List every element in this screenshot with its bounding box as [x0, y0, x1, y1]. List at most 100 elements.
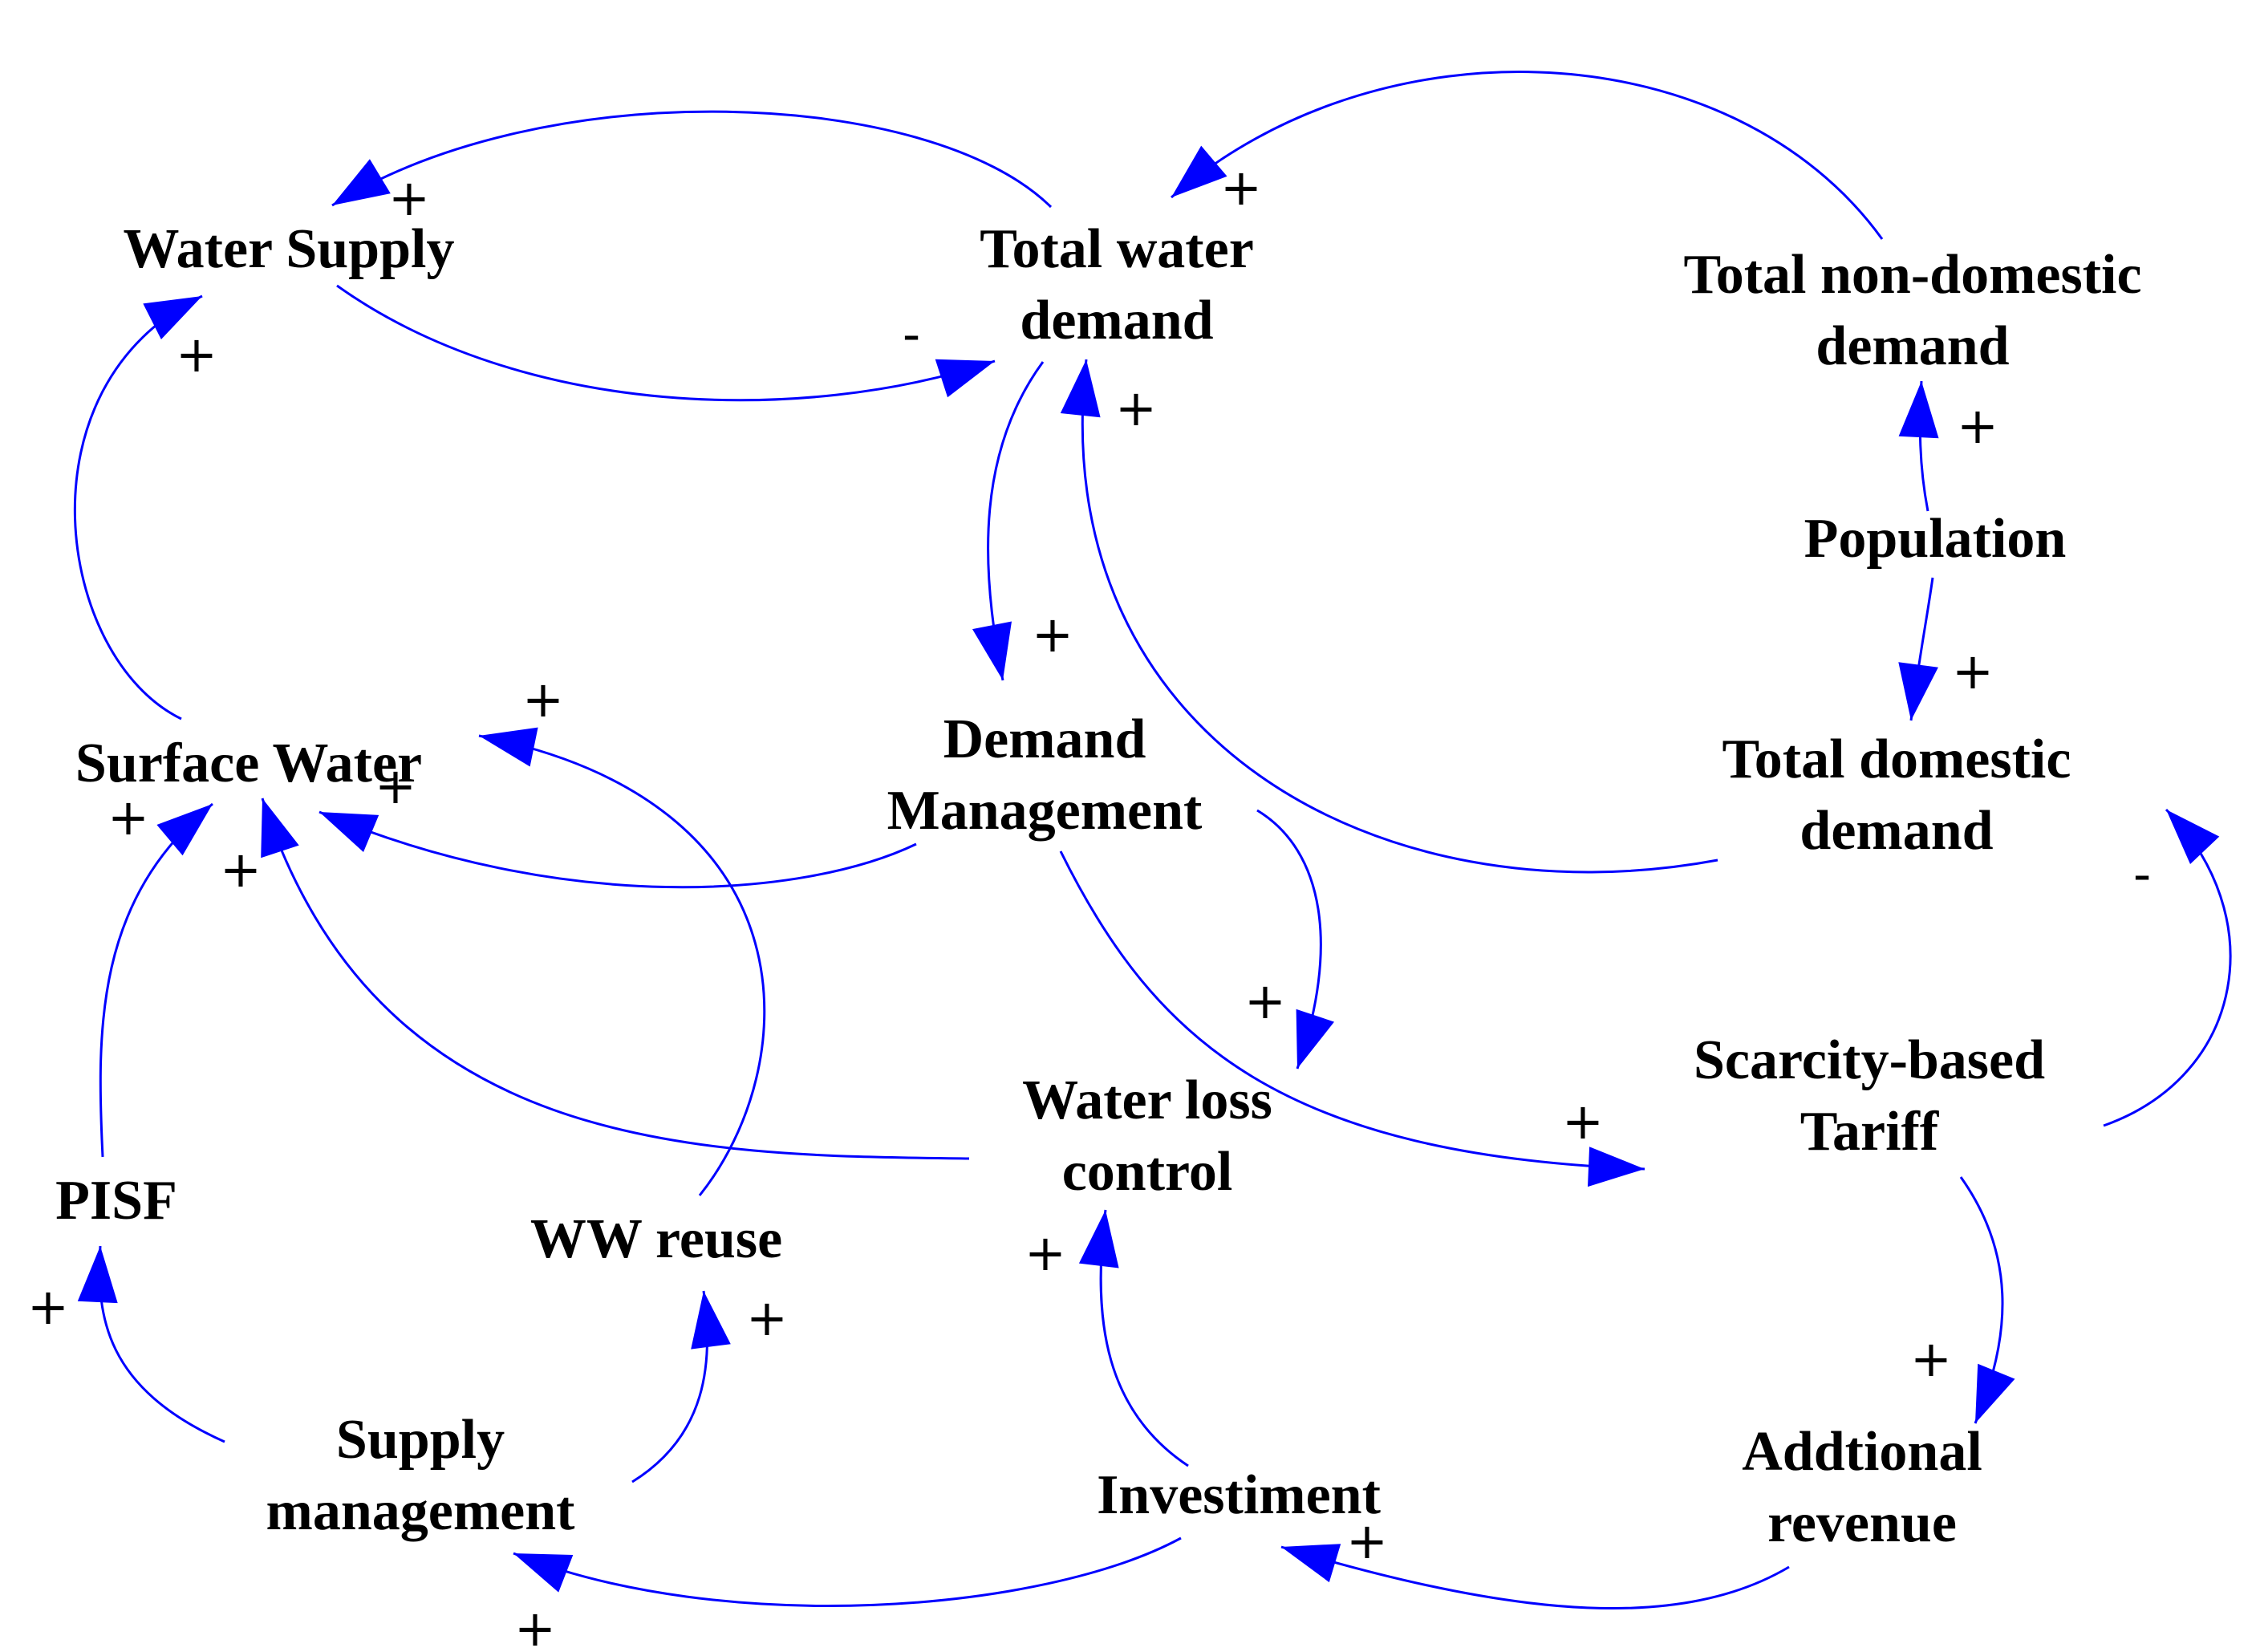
causal-link-supply_management-to-pisf: + [27, 1245, 225, 1443]
node-label-line: Total water [980, 218, 1254, 280]
node-label-line: Scarcity-based [1694, 1029, 2045, 1091]
positive-polarity-sign: + [176, 325, 217, 384]
node-label-line: Investiment [1097, 1464, 1381, 1526]
node-label-line: Water Supply [124, 218, 455, 280]
positive-polarity-sign: + [1562, 1092, 1604, 1151]
positive-polarity-sign: + [522, 670, 564, 729]
node-label-line: Demand [943, 708, 1146, 770]
arrowhead-icon [1296, 1009, 1334, 1069]
node-label-line: demand [1020, 290, 1213, 351]
node-label-line: Management [887, 780, 1203, 842]
node-label-line: Total non-domestic [1683, 244, 2141, 306]
negative-polarity-sign: - [903, 305, 920, 363]
causal-link-demand_management-to-surface_water: + [319, 757, 917, 889]
arrowhead-icon [1898, 662, 1938, 720]
positive-polarity-sign: + [1952, 642, 1994, 700]
arrowhead-icon [77, 1246, 118, 1304]
positive-polarity-sign: + [108, 788, 149, 846]
arrowhead-icon [2166, 810, 2220, 864]
causal-link-water_loss_control-to-surface_water: + [220, 798, 970, 1160]
arrowhead-icon [479, 727, 538, 767]
node-label-line: Surface Water [75, 733, 422, 794]
arrowhead-icon [1078, 1210, 1119, 1268]
positive-polarity-sign: + [1025, 1224, 1066, 1282]
link-curve [336, 284, 996, 402]
node-label-line: WW reuse [530, 1208, 782, 1270]
link-curve [99, 802, 213, 1158]
causal-link-total_water_demand-to-demand_management: + [972, 361, 1073, 681]
arrowhead-icon [513, 1553, 574, 1593]
positive-polarity-sign: + [746, 1289, 788, 1347]
node-supply-management: Supply management [266, 1409, 575, 1542]
arrowhead-icon [319, 812, 379, 852]
negative-polarity-sign: - [2133, 845, 2151, 903]
causal-link-scarcity_based_tariff-to-total_domestic_demand: - [2103, 808, 2232, 1127]
positive-polarity-sign: + [1032, 605, 1073, 664]
positive-polarity-sign: + [1220, 158, 1262, 217]
positive-polarity-sign: + [1244, 972, 1286, 1030]
link-curve [2103, 808, 2232, 1127]
links-layer: + - + + + + + + + + + + + + - + + + + + + [27, 71, 2232, 1652]
node-pisf: PISF [55, 1170, 177, 1232]
node-ww-reuse: WW reuse [530, 1208, 782, 1270]
node-label-line: PISF [55, 1170, 177, 1232]
node-total-non-domestic-demand: Total non-domestic demand [1683, 244, 2141, 377]
arrowhead-icon [143, 296, 202, 339]
node-label-line: demand [1800, 800, 1993, 862]
link-curve [319, 810, 917, 889]
link-curve [261, 798, 970, 1160]
link-curve [74, 294, 203, 720]
link-curve [513, 1536, 1182, 1607]
causal-link-supply_management-to-ww_reuse: + [631, 1289, 788, 1484]
causal-link-pisf-to-surface_water: + [99, 788, 213, 1158]
node-water-supply: Water Supply [124, 218, 455, 280]
arrowhead-icon [1281, 1544, 1341, 1583]
positive-polarity-sign: + [1910, 1329, 1952, 1388]
node-label-line: revenue [1767, 1492, 1957, 1554]
node-label-line: Total domestic [1722, 729, 2071, 790]
causal-link-scarcity_based_tariff-to-addtional_revenue: + [1910, 1176, 2015, 1424]
arrowhead-icon [332, 159, 391, 205]
positive-polarity-sign: + [1346, 1512, 1388, 1570]
link-curve [1280, 1545, 1790, 1610]
arrowhead-icon [691, 1291, 731, 1350]
causal-link-water_supply-to-total_water_demand: - [336, 284, 996, 402]
node-addtional-revenue: Addtional revenue [1742, 1421, 1982, 1554]
node-label-line: control [1062, 1141, 1233, 1203]
node-label-line: Tariff [1800, 1101, 1939, 1163]
node-label-line: Addtional [1742, 1421, 1982, 1483]
arrowhead-icon [1588, 1147, 1645, 1187]
node-label-line: Supply [336, 1409, 505, 1471]
positive-polarity-sign: + [388, 168, 430, 227]
arrowhead-icon [1171, 145, 1227, 197]
causal-link-total_non_domestic_demand-to-total_water_demand: + [1171, 71, 1884, 240]
causal-link-population-to-total_non_domestic_demand: + [1898, 380, 1998, 512]
arrowhead-icon [1975, 1363, 2015, 1423]
node-total-domestic-demand: Total domestic demand [1722, 729, 2071, 862]
node-label-line: demand [1816, 315, 2009, 377]
causal-link-investiment-to-water_loss_control: + [1025, 1209, 1189, 1467]
arrowhead-icon [156, 804, 213, 856]
causal-link-surface_water-to-water_supply: + [74, 294, 217, 720]
positive-polarity-sign: + [514, 1599, 556, 1652]
arrowhead-icon [1898, 381, 1939, 439]
link-curve [1171, 71, 1884, 240]
positive-polarity-sign: + [1115, 379, 1157, 437]
arrowhead-icon [935, 359, 995, 398]
node-surface-water: Surface Water [75, 733, 422, 794]
arrowhead-icon [261, 798, 299, 858]
causal-link-demand_management-to-scarcity_based_tariff: + [1059, 850, 1645, 1187]
link-curve [1081, 359, 1718, 874]
node-label-line: management [266, 1480, 575, 1542]
node-label-line: Population [1804, 508, 2067, 570]
positive-polarity-sign: + [220, 840, 262, 899]
causal-link-ww_reuse-to-surface_water: + [478, 670, 766, 1196]
positive-polarity-sign: + [1957, 396, 1998, 455]
link-curve [331, 110, 1053, 209]
arrowhead-icon [1060, 359, 1101, 418]
causal-link-total_water_demand-to-water_supply: + [331, 110, 1053, 227]
